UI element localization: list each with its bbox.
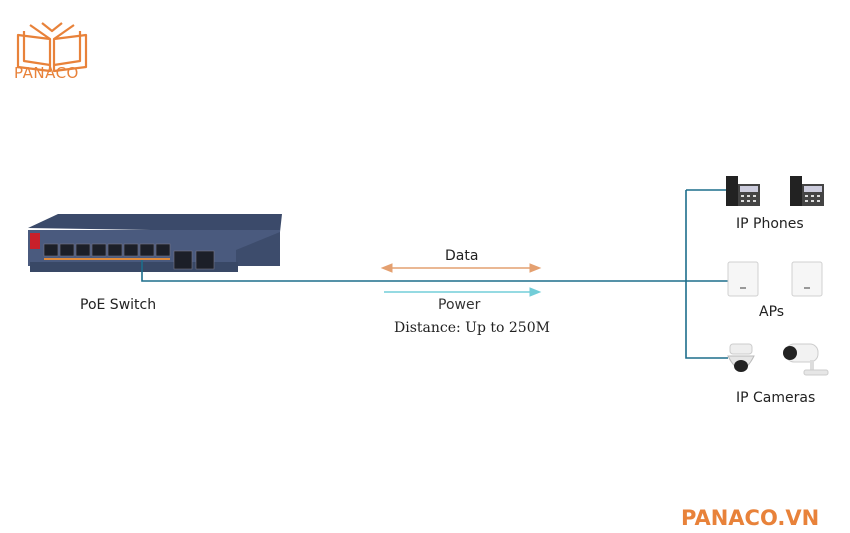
- distance-label: Distance: Up to 250M: [394, 320, 550, 336]
- aps-label: APs: [759, 304, 785, 320]
- ip-phone-icon: [790, 176, 824, 206]
- poe-switch-label: PoE Switch: [80, 297, 157, 313]
- dome-camera-icon: [727, 343, 755, 372]
- power-label: Power: [438, 297, 481, 313]
- brand-url: PANACO.VN: [681, 506, 820, 530]
- access-point-icon: [791, 261, 823, 297]
- data-label: Data: [445, 248, 479, 264]
- data-arrow: [380, 263, 542, 273]
- power-arrow: [384, 287, 542, 297]
- bullet-camera-icon: [783, 343, 829, 376]
- ip-phone-icon: [726, 176, 760, 206]
- access-point-icon: [727, 261, 759, 297]
- poe-switch-icon: [28, 214, 282, 272]
- ip-cameras-label: IP Cameras: [736, 390, 816, 406]
- ip-phones-label: IP Phones: [736, 216, 804, 232]
- cable-main: [141, 260, 728, 282]
- cable-branch: [685, 190, 728, 359]
- panaco-book-logo: [16, 22, 88, 73]
- logo-text: PANACO: [14, 64, 79, 82]
